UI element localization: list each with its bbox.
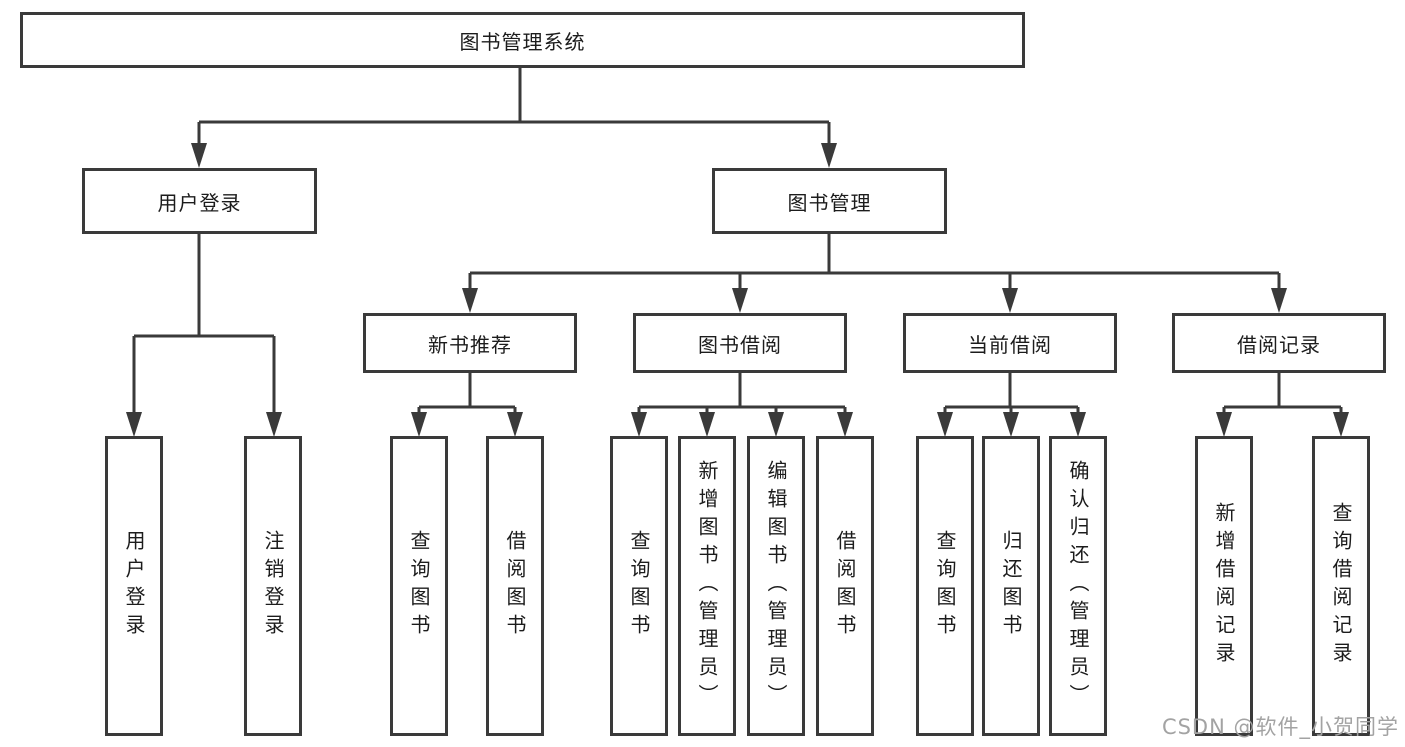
node-new-book-recommend-label: 新书推荐 [428,332,512,357]
arrowhead-icon [768,412,784,437]
arrowhead-icon [1003,412,1019,437]
node-book-borrowing-label: 图书借阅 [698,332,782,357]
watermark: CSDN @软件_小贺同学 [1161,715,1399,739]
node-leaf-query-borrow-record: 查询借阅记录 [1312,436,1370,736]
node-leaf-add-borrow-record-label: 新增借阅记录 [1212,502,1236,670]
node-leaf-query-borrow-record-label: 查询借阅记录 [1329,502,1353,670]
node-leaf-borrow-books-1-label: 借阅图书 [503,530,527,642]
node-leaf-query-books-2: 查询图书 [610,436,668,736]
node-leaf-query-books-2-label: 查询图书 [627,530,651,642]
node-book-management-label: 图书管理 [787,190,872,215]
node-leaf-logout-label: 注销登录 [261,530,285,642]
arrowhead-icon [699,412,715,437]
node-user-login-label: 用户登录 [157,190,242,215]
node-borrowing-records: 借阅记录 [1172,313,1386,373]
node-leaf-logout: 注销登录 [244,436,302,736]
node-user-login: 用户登录 [82,168,317,234]
node-new-book-recommend: 新书推荐 [363,313,577,373]
node-leaf-add-borrow-record: 新增借阅记录 [1195,436,1253,736]
arrowhead-icons [126,143,1349,437]
arrowhead-icon [266,412,282,437]
arrowhead-icon [937,412,953,437]
node-leaf-edit-books-admin-label: 编辑图书（管理员） [764,460,788,712]
node-book-borrowing: 图书借阅 [633,313,847,373]
node-leaf-add-books-admin: 新增图书（管理员） [678,436,736,736]
node-leaf-user-login: 用户登录 [105,436,163,736]
arrowhead-icon [462,288,478,313]
arrowhead-icon [126,412,142,437]
node-leaf-confirm-return-admin: 确认归还（管理员） [1049,436,1107,736]
arrowhead-icon [821,143,837,168]
node-leaf-return-books-label: 归还图书 [999,530,1023,642]
node-borrowing-records-label: 借阅记录 [1237,332,1321,357]
node-leaf-borrow-books-1: 借阅图书 [486,436,544,736]
arrowhead-icon [631,412,647,437]
node-leaf-borrow-books-2: 借阅图书 [816,436,874,736]
arrowhead-icon [1216,412,1232,437]
node-leaf-query-books-3-label: 查询图书 [933,530,957,642]
connector-paths [132,68,1343,427]
node-current-borrowing-label: 当前借阅 [968,332,1052,357]
node-leaf-return-books: 归还图书 [982,436,1040,736]
arrowhead-icon [1002,288,1018,313]
arrowhead-icon [1333,412,1349,437]
node-current-borrowing: 当前借阅 [903,313,1117,373]
node-root-label: 图书管理系统 [459,29,586,54]
node-leaf-query-books-1: 查询图书 [390,436,448,736]
node-leaf-query-books-3: 查询图书 [916,436,974,736]
arrowhead-icon [191,143,207,168]
node-leaf-add-books-admin-label: 新增图书（管理员） [695,460,719,712]
node-leaf-edit-books-admin: 编辑图书（管理员） [747,436,805,736]
node-leaf-borrow-books-2-label: 借阅图书 [833,530,857,642]
node-root: 图书管理系统 [20,12,1025,68]
arrowhead-icon [411,412,427,437]
node-leaf-query-books-1-label: 查询图书 [407,530,431,642]
arrowhead-icon [837,412,853,437]
arrowhead-icon [1271,288,1287,313]
node-book-management: 图书管理 [712,168,947,234]
arrowhead-icon [732,288,748,313]
node-leaf-user-login-label: 用户登录 [122,530,146,642]
arrowhead-icon [1070,412,1086,437]
arrowhead-icon [507,412,523,437]
node-leaf-confirm-return-admin-label: 确认归还（管理员） [1066,460,1090,712]
